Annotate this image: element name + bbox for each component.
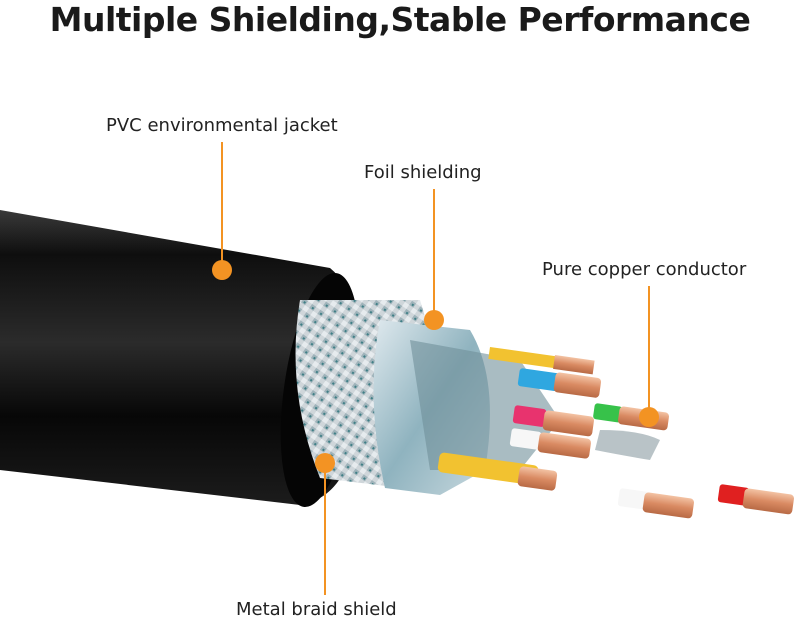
wire-bundle <box>437 347 794 519</box>
label-copper-conductor: Pure copper conductor <box>542 259 747 280</box>
label-metal-braid: Metal braid shield <box>236 599 397 620</box>
callout-pvc-jacket <box>212 142 232 280</box>
callout-metal-braid <box>315 453 335 595</box>
wire-white-bottom <box>617 488 694 519</box>
callout-copper-conductor <box>639 286 659 427</box>
drain-wire <box>595 430 660 460</box>
wire-red <box>717 484 794 515</box>
page-title: Multiple Shielding,Stable Performance <box>49 0 751 39</box>
label-foil-shielding: Foil shielding <box>364 162 482 183</box>
wire-yellow-bottom <box>437 452 558 491</box>
wire-white-mid <box>509 428 591 459</box>
label-pvc-jacket: PVC environmental jacket <box>106 115 338 136</box>
wire-blue <box>517 368 602 398</box>
wire-pink <box>512 405 594 437</box>
wire-yellow-top <box>488 347 595 375</box>
callout-foil-shielding <box>424 189 444 330</box>
